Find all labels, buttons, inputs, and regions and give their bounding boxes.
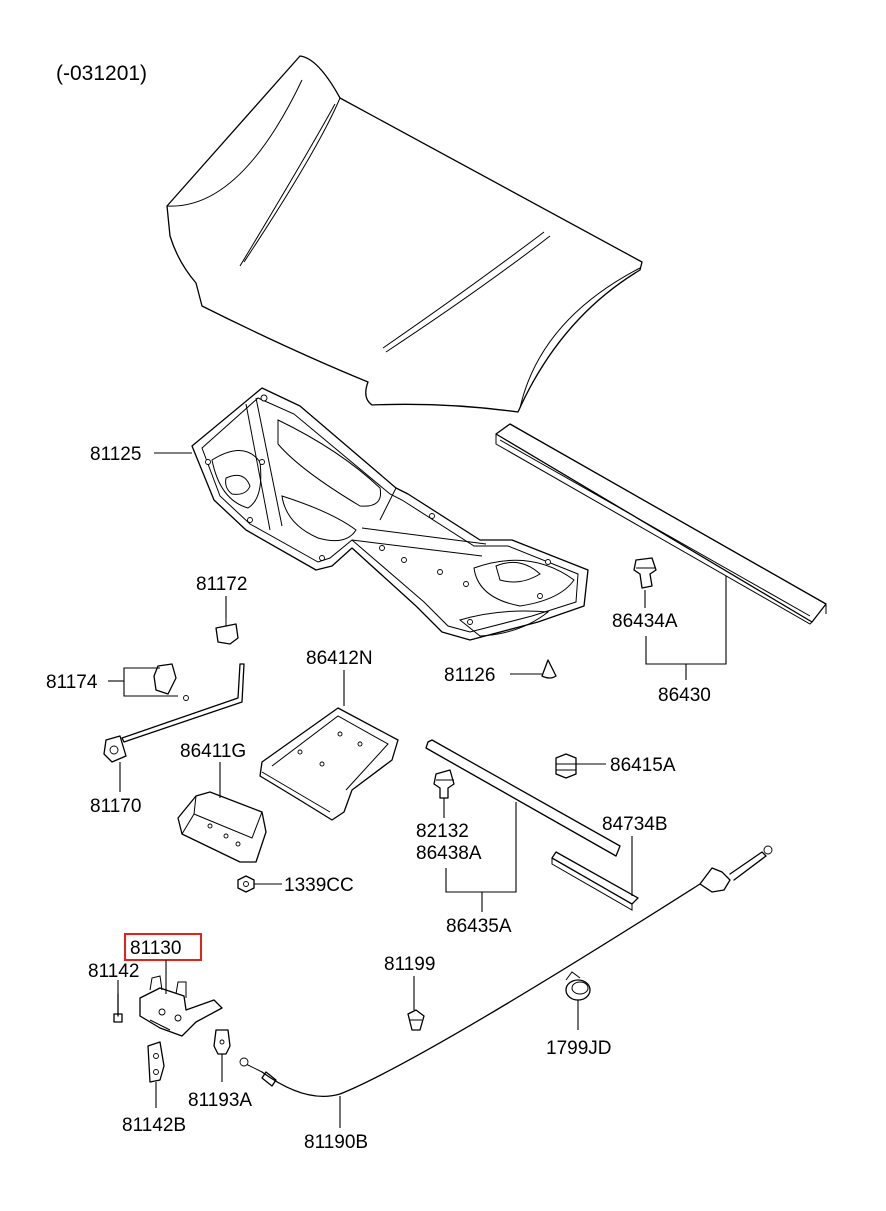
hood-panel: [166, 55, 643, 413]
label-81126: 81126: [444, 665, 495, 686]
air-guide-86412N: [259, 707, 399, 821]
nut-1339CC: [237, 875, 255, 893]
label-86434A: 86434A: [612, 611, 678, 632]
label-81142: 81142: [88, 961, 139, 982]
label-81170: 81170: [90, 796, 141, 817]
label-82132: 82132: [416, 821, 469, 842]
label-81142B: 81142B: [122, 1115, 186, 1136]
label-84734B: 84734B: [602, 814, 668, 835]
strip-84734B: [551, 851, 639, 911]
label-81199: 81199: [384, 954, 435, 975]
band-clamp-1799JD: [565, 971, 591, 1001]
hood-inner-panel-81125: [191, 387, 589, 641]
release-cable-81190B: [239, 845, 773, 1097]
bracket-81142B: [147, 1041, 165, 1083]
label-81130: 81130: [130, 938, 181, 959]
clip-86434A: [633, 557, 657, 589]
clip-81193A: [213, 1029, 231, 1055]
highlight-box-81130: [124, 933, 202, 961]
label-86415A: 86415A: [610, 755, 676, 776]
clip-82132: [433, 769, 455, 799]
hood-latch-81130: [139, 975, 223, 1037]
label-81190B: 81190B: [304, 1132, 368, 1153]
label-1339CC: 1339CC: [284, 875, 354, 896]
label-86435A: 86435A: [446, 916, 512, 937]
label-81125: 81125: [90, 444, 141, 465]
clip-81199: [407, 1009, 425, 1031]
bolt-81142: [113, 993, 123, 1023]
label-81174: 81174: [46, 672, 98, 693]
grommet-86415A: [555, 753, 577, 779]
clip-81174: [153, 663, 189, 701]
label-81172: 81172: [196, 574, 247, 595]
label-86412N: 86412N: [306, 648, 373, 669]
label-86430: 86430: [658, 685, 711, 706]
label-81193A: 81193A: [188, 1090, 252, 1111]
grille-piece-86411G: [177, 791, 267, 863]
grommet-81172: [215, 618, 239, 645]
seal-strip-86435A: [425, 739, 621, 857]
label-1799JD: 1799JD: [546, 1038, 612, 1059]
hood-stay-rod-81170: [103, 663, 245, 763]
weatherstrip-86430: [495, 423, 827, 625]
header-code: (-031201): [56, 62, 147, 85]
label-86438A: 86438A: [416, 843, 482, 864]
bumper-81126: [541, 659, 557, 679]
label-86411G: 86411G: [180, 741, 246, 762]
